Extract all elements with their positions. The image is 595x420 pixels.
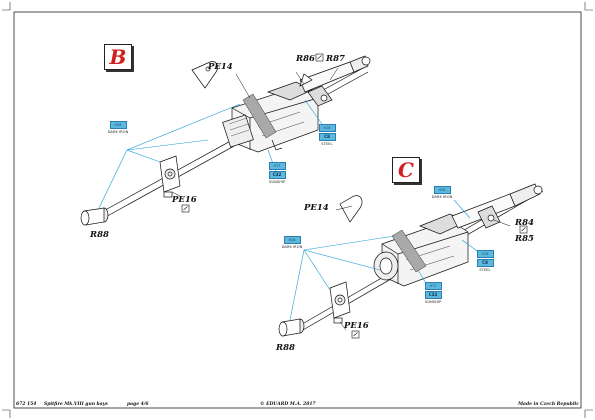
paint-code: H28 xyxy=(433,186,451,194)
paint-code: H28 xyxy=(109,121,127,129)
paint-name: GUNSHIP xyxy=(268,179,286,184)
footer-origin: Made in Czech Republic xyxy=(518,402,579,407)
assembly-c-pointers xyxy=(335,205,511,331)
paint-ref: C8 xyxy=(318,133,336,141)
paint-name: DARK IRON xyxy=(107,129,129,134)
part-r87: R87 xyxy=(326,54,345,64)
paint-code: H77 xyxy=(424,282,442,290)
part-r84: R84 xyxy=(515,218,534,228)
footer-kit-title: Spitfire Mk.VIII gun bays xyxy=(44,402,108,407)
paint-code: H18 xyxy=(318,124,336,132)
paint-b-gunship: H77 C32 GUNSHIP xyxy=(262,162,292,184)
assembly-c-drawing xyxy=(278,183,544,337)
bend-icon-glyphs xyxy=(183,55,526,337)
paint-b-steel: H18 C8 STEEL xyxy=(312,124,342,146)
paint-name: DARK IRON xyxy=(281,244,303,249)
part-pe16-c: PE16 xyxy=(344,321,369,331)
step-b-label: B xyxy=(104,44,132,70)
paint-ref: C32 xyxy=(424,291,442,299)
paint-code: H28 xyxy=(283,236,301,244)
part-r85: R85 xyxy=(515,234,534,244)
page-frame xyxy=(13,11,582,409)
part-r86: R86 xyxy=(296,54,315,64)
footer-page-number: page 4/6 xyxy=(127,402,149,407)
assembly-b-pointers xyxy=(171,67,339,197)
paint-name: GUNSHIP xyxy=(424,299,442,304)
paint-ref: C32 xyxy=(268,171,286,179)
step-c-label: C xyxy=(392,157,420,183)
paint-name: DARK IRON xyxy=(431,194,453,199)
part-pe14-c: PE14 xyxy=(304,203,329,213)
paint-name: STEEL xyxy=(479,267,491,272)
part-r88-c: R88 xyxy=(276,343,295,353)
paint-code: H77 xyxy=(268,162,286,170)
part-r88-b: R88 xyxy=(90,230,109,240)
part-pe16-b: PE16 xyxy=(172,195,197,205)
part-pe14-b: PE14 xyxy=(208,62,233,72)
footer-copyright: © EDUARD M.A. 2017 xyxy=(260,402,316,407)
paint-ref: C8 xyxy=(476,259,494,267)
paint-name: STEEL xyxy=(321,141,333,146)
assembly-b-drawing xyxy=(80,55,371,226)
paint-b-dark-iron: H28 DARK IRON xyxy=(100,121,136,134)
paint-c-steel: H18 C8 STEEL xyxy=(470,250,500,272)
paint-c-gunship: H77 C32 GUNSHIP xyxy=(418,282,448,304)
paint-code: H18 xyxy=(476,250,494,258)
footer-kit-number: 672 154 xyxy=(16,402,37,407)
paint-c-dark-iron-top: H28 DARK IRON xyxy=(424,186,460,199)
paint-c-dark-iron-left: H28 DARK IRON xyxy=(274,236,310,249)
footer-bar: 672 154 Spitfire Mk.VIII gun bays page 4… xyxy=(14,400,581,410)
